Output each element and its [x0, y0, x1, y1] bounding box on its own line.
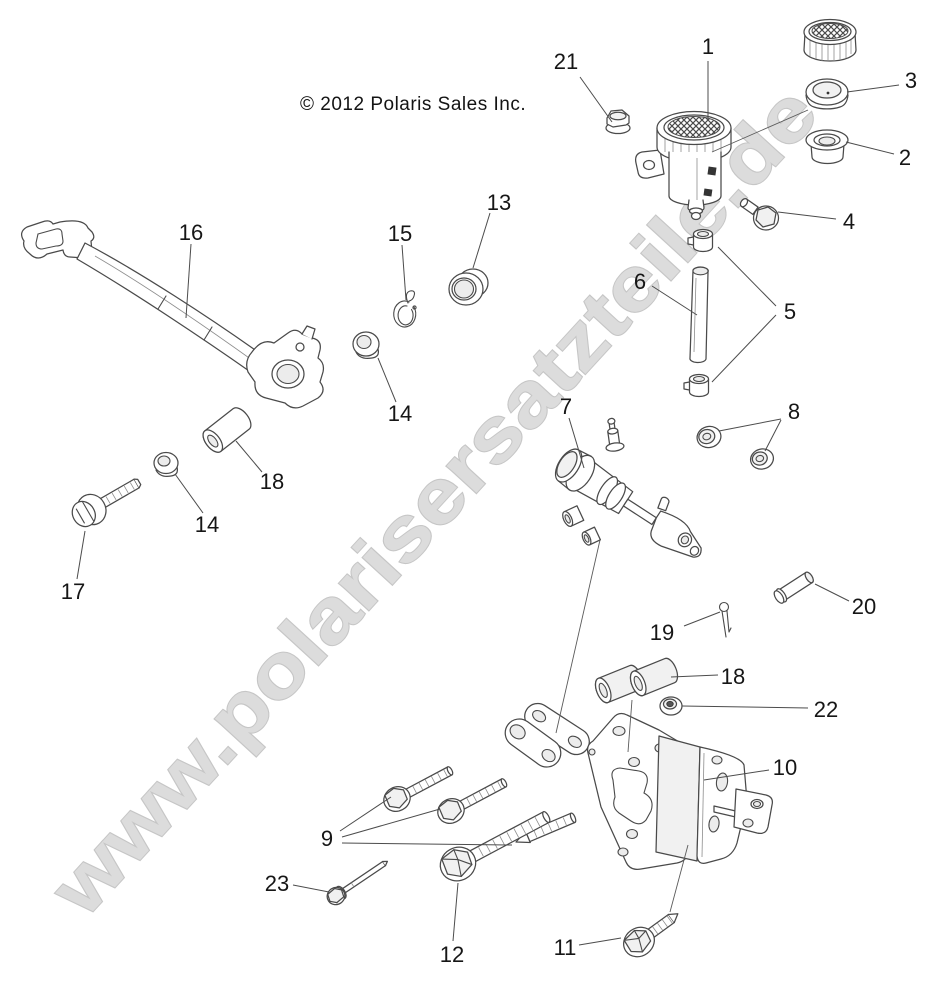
- part-19-cotter-pin: [718, 601, 732, 638]
- leader-line-21: [579, 76, 613, 123]
- callout-10: 10: [773, 755, 797, 780]
- callout-4: 4: [843, 209, 855, 234]
- callout-20: 20: [852, 594, 876, 619]
- callout-22: 22: [814, 697, 838, 722]
- part-17-bolt: [71, 478, 142, 528]
- part-20-clevis-pin: [773, 571, 814, 604]
- leader-line-17: [76, 530, 86, 580]
- part-23-bolt: [326, 860, 389, 906]
- assembly-line-3: [627, 699, 633, 753]
- part-22-nut: [659, 696, 683, 716]
- part-1-reservoir: [635, 110, 732, 221]
- callout-1: 1: [702, 34, 714, 59]
- leader-line-9: [341, 808, 441, 838]
- part-7-master-cylinder: [554, 417, 702, 558]
- assembly-line-1: [711, 109, 809, 153]
- leader-line-18: [235, 440, 263, 473]
- callout-15: 15: [388, 221, 412, 246]
- leader-line-14: [377, 357, 397, 403]
- leader-line-2: [845, 141, 895, 155]
- callout-8: 8: [788, 399, 800, 424]
- leader-line-6: [651, 285, 698, 316]
- part-3-diaphragm-plate: [805, 78, 849, 110]
- part-bracket-straps: [504, 702, 590, 768]
- part-6-tube: [689, 266, 709, 364]
- callout-9: 9: [321, 826, 333, 851]
- leader-line-20: [814, 583, 850, 602]
- part-11-bolt: [623, 913, 679, 958]
- leader-line-5: [711, 314, 777, 383]
- callout-7: 7: [560, 394, 572, 419]
- leader-line-15: [401, 244, 407, 301]
- leader-line-23: [292, 884, 330, 893]
- leader-line-3: [846, 84, 900, 93]
- leader-line-14: [174, 473, 204, 514]
- part-15-snap-ring: [393, 290, 417, 328]
- callout-2: 2: [899, 145, 911, 170]
- part-21-nut: [605, 109, 631, 135]
- callout-19: 19: [650, 620, 674, 645]
- callout-17: 17: [61, 579, 85, 604]
- part-18-spacer-upper: [202, 407, 252, 453]
- part-10-mount-bracket: [655, 735, 773, 864]
- callout-6: 6: [634, 269, 646, 294]
- part-2-seal: [805, 129, 849, 165]
- part-16-brake-pedal-lever: [20, 220, 325, 409]
- part-4-screw: [739, 197, 780, 231]
- leader-line-9: [339, 796, 392, 832]
- part-12-bolt: [439, 811, 551, 882]
- callout-18: 18: [260, 469, 284, 494]
- leader-line-4: [777, 211, 837, 220]
- callout-11: 11: [554, 935, 577, 960]
- leader-line-7: [568, 417, 585, 469]
- callout-3: 3: [905, 68, 917, 93]
- leader-line-8: [764, 419, 782, 452]
- callout-21: 21: [554, 49, 578, 74]
- part-reservoir-cap: [803, 18, 857, 62]
- leader-line-9: [341, 842, 513, 846]
- leader-line-8: [718, 418, 782, 432]
- leader-line-12: [452, 882, 459, 942]
- leader-line-13: [472, 212, 491, 269]
- leader-line-5: [717, 246, 777, 307]
- leader-line-16: [185, 243, 192, 319]
- callout-13: 13: [487, 190, 511, 215]
- assembly-line-4: [669, 844, 689, 913]
- part-14-bushing-upper: [352, 331, 380, 359]
- part-18-spacers-pair: [594, 657, 679, 704]
- leader-line-18: [670, 674, 719, 678]
- callout-18: 18: [721, 664, 745, 689]
- callout-5: 5: [784, 299, 796, 324]
- part-13-bushing: [448, 268, 489, 306]
- callout-16: 16: [179, 220, 203, 245]
- assembly-line-2: [555, 539, 601, 734]
- leader-line-19: [683, 611, 721, 627]
- part-14-washer-lower: [153, 451, 179, 477]
- assembly-alignment-lines: [555, 109, 809, 913]
- callout-14: 14: [388, 401, 412, 426]
- callout-23: 23: [265, 871, 289, 896]
- part-5-clamps: [683, 228, 714, 398]
- callout-14: 14: [195, 512, 219, 537]
- leader-line-11: [578, 937, 622, 946]
- callout-12: 12: [440, 942, 464, 967]
- copyright-notice: © 2012 Polaris Sales Inc.: [300, 94, 526, 115]
- part-9-bolts: [383, 766, 577, 844]
- leader-line-22: [681, 705, 809, 709]
- leader-line-10: [703, 769, 770, 781]
- part-8-plugs: [696, 425, 775, 470]
